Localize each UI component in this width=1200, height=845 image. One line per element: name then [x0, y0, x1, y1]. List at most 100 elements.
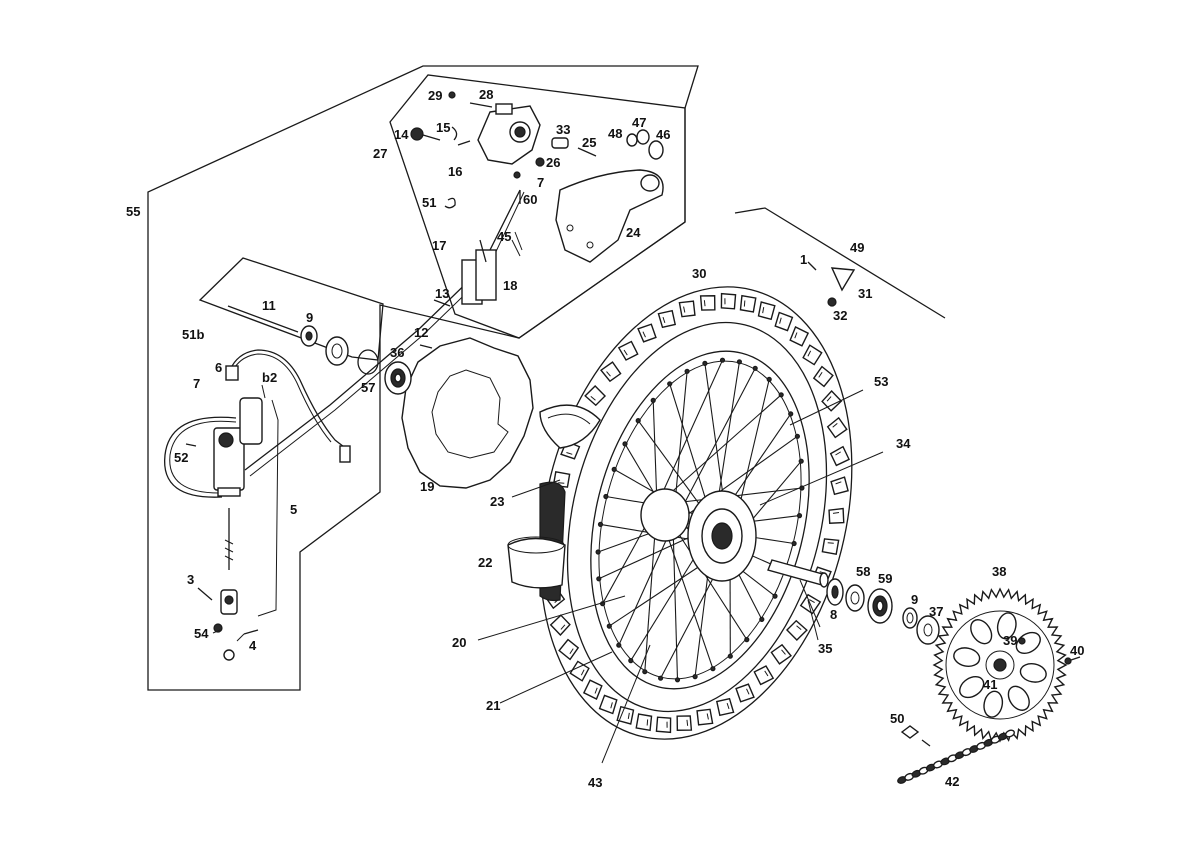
label-22: 22	[478, 555, 492, 570]
label-39: 39	[1003, 633, 1017, 648]
label-29: 29	[428, 88, 442, 103]
tread-block	[715, 697, 735, 717]
spoke-nipple	[744, 636, 750, 643]
tread-block	[830, 476, 849, 496]
label-19: 19	[420, 479, 434, 494]
leader-lines	[212, 384, 884, 764]
spoke-nipple	[791, 540, 797, 547]
sprocket-window	[996, 612, 1017, 640]
tread-block	[637, 323, 657, 343]
spoke-nipple	[798, 458, 804, 464]
sprocket-window	[970, 619, 993, 645]
seal-48	[626, 133, 638, 147]
spoke-nipple	[616, 642, 622, 648]
piston-46	[648, 140, 664, 160]
chain-link	[1004, 729, 1016, 738]
inner-tube	[539, 404, 601, 449]
tread-block	[617, 340, 639, 361]
spoke-nipple	[778, 392, 784, 398]
label-31: 31	[858, 286, 872, 301]
tread-block	[678, 300, 696, 318]
label-36: 36	[390, 345, 404, 360]
tread-block	[616, 705, 635, 725]
spoke	[656, 359, 724, 506]
spoke-nipple	[796, 512, 803, 519]
label-49: 49	[850, 240, 864, 255]
label-15: 15	[436, 120, 450, 135]
label-32: 32	[833, 308, 847, 323]
spoke-nipple	[650, 397, 656, 403]
label-45: 45	[497, 229, 511, 244]
tread-block	[785, 619, 808, 641]
spoke	[618, 524, 674, 646]
spoke-nipple	[759, 616, 765, 623]
label-46: 46	[656, 127, 670, 142]
spoke-nipple	[667, 381, 673, 387]
label-40: 40	[1070, 643, 1084, 658]
label-55: 55	[126, 204, 140, 219]
label-16: 16	[448, 164, 462, 179]
seal-ring	[325, 336, 349, 366]
tread-block	[812, 365, 834, 388]
spoke	[672, 368, 756, 526]
rear-tire	[539, 286, 853, 740]
part-labels: 55 27 29 28 14 15 16 33 25 26 48 47 46 7…	[126, 87, 1084, 790]
label-50: 50	[890, 711, 904, 726]
brake-hose-6-inner	[231, 353, 332, 443]
seal-9-right	[902, 607, 918, 629]
label-54: 54	[194, 626, 209, 641]
tread-block	[774, 311, 794, 332]
wheel-bearing-8	[826, 578, 844, 606]
label-30: 30	[692, 266, 706, 281]
screw-52	[185, 443, 197, 447]
label-11: 11	[262, 298, 276, 313]
tread-block	[770, 643, 792, 665]
spoke-nipple	[702, 360, 708, 366]
valve-cap-1	[807, 261, 817, 271]
spring-45	[511, 231, 523, 257]
spoke-nipple	[794, 433, 801, 439]
sprocket-window	[953, 647, 981, 667]
tread-block	[753, 665, 775, 686]
label-9-left: 9	[306, 310, 313, 325]
tread-block	[789, 326, 810, 347]
spoke-nipple	[766, 376, 772, 382]
guard-group-outline	[198, 257, 384, 361]
wheel-hub	[640, 488, 757, 582]
tread-block	[821, 538, 840, 555]
pushrod-thread	[224, 539, 234, 561]
tread-block	[802, 344, 823, 366]
label-41: 41	[983, 677, 997, 692]
spoke	[672, 524, 748, 640]
label-57: 57	[361, 380, 375, 395]
label-51: 51	[422, 195, 436, 210]
brake-disc	[401, 337, 534, 489]
spring-15	[451, 126, 458, 141]
bleeder-29	[448, 91, 456, 99]
label-58: 58	[856, 564, 870, 579]
label-27: 27	[373, 146, 387, 161]
label-7-caliper: 7	[537, 175, 544, 190]
spoke-nipple	[635, 418, 641, 424]
spoke-nipple	[642, 669, 648, 675]
tread-block	[720, 292, 737, 310]
spoke-nipple	[692, 673, 698, 680]
seal-47	[636, 129, 650, 145]
label-9-right: 9	[911, 592, 918, 607]
spoke-nipple	[622, 441, 628, 447]
label-33: 33	[556, 122, 570, 137]
tread-block	[828, 507, 845, 524]
hose-end-fitting	[339, 445, 351, 463]
spoke-nipple	[736, 359, 743, 365]
label-3: 3	[187, 572, 194, 587]
pin-4	[243, 629, 259, 635]
label-21: 21	[486, 698, 500, 713]
label-24: 24	[626, 225, 641, 240]
label-48: 48	[608, 126, 622, 141]
spoke-nipple	[710, 666, 716, 672]
label-60: 60	[523, 192, 537, 207]
spoke-nipple	[727, 653, 733, 659]
tread-block	[558, 638, 580, 661]
spoke-nipple	[597, 521, 604, 528]
